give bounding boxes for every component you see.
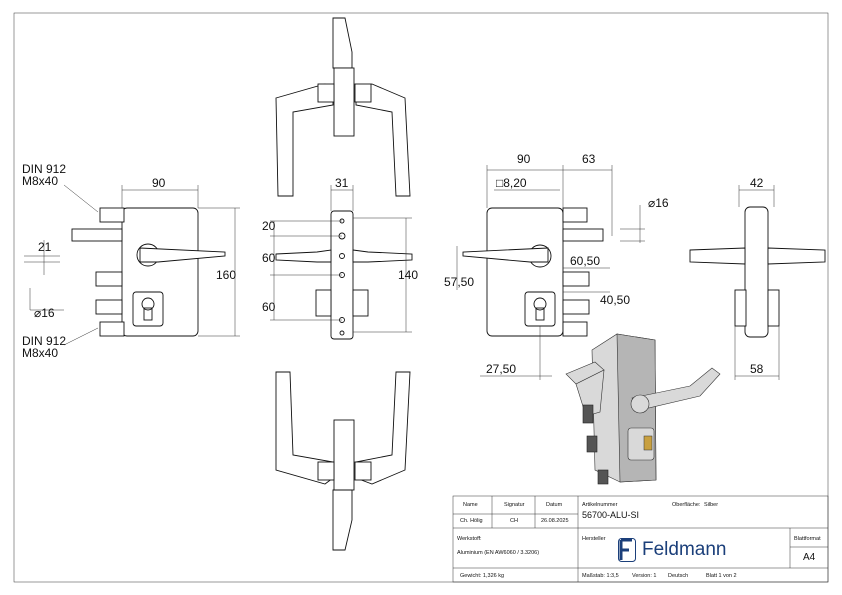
left-dimension-lines [24,184,240,346]
front-dimension-lines [270,185,412,333]
product-3d-render [565,333,721,485]
right-dimension-lines [456,165,645,380]
top-view [275,17,411,197]
left-side-view [71,207,226,337]
title-block [452,495,829,583]
far-right-view [689,206,826,338]
bottom-view [275,371,411,551]
right-side-view [462,207,604,337]
sheet-border [13,12,829,583]
far-right-dimension-lines [734,185,780,380]
